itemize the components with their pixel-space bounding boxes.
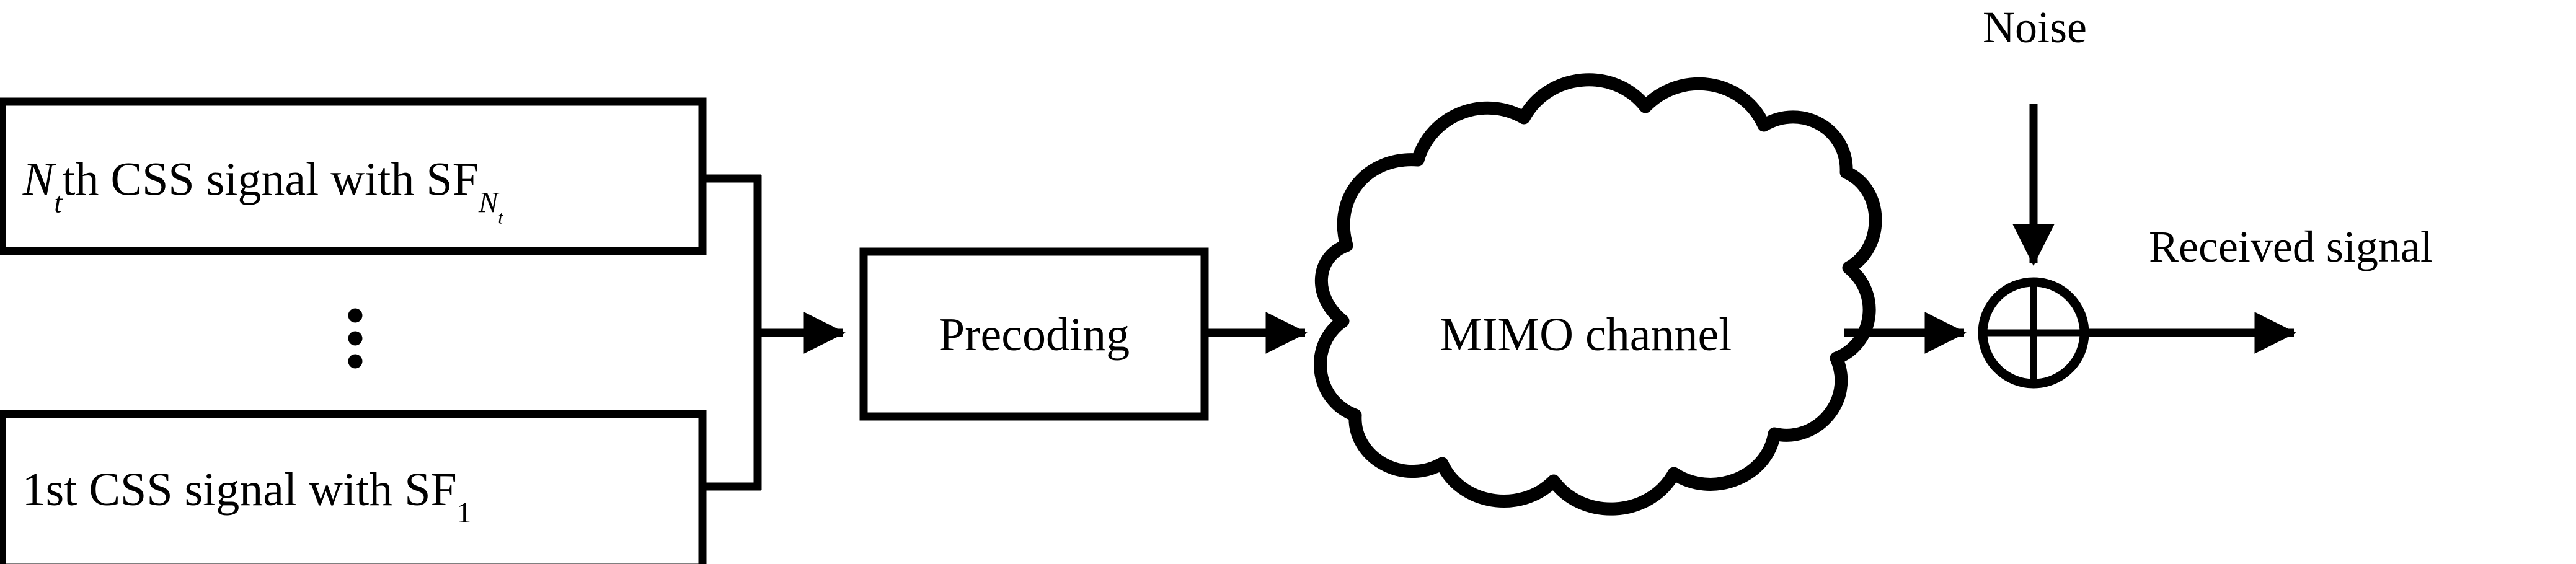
bottom-source-text: 1st CSS signal with SF: [22, 464, 457, 516]
mimo-channel-cloud-outline[interactable]: [1314, 73, 1882, 516]
top-source-block-label: Ntth CSS signal with SFNt: [22, 153, 503, 227]
precoding-block-outline[interactable]: [859, 247, 1209, 421]
bottom-source-block-outline[interactable]: [0, 410, 707, 564]
vertical-ellipsis-icon: [348, 308, 363, 369]
top-source-text: th CSS signal with SF: [62, 153, 479, 206]
bottom-source-sf-sub: 1: [456, 497, 472, 530]
precoding-block-label: Precoding: [938, 309, 1130, 361]
top-source-symbol-sub: t: [54, 187, 63, 220]
mimo-channel-label: MIMO channel: [1440, 309, 1732, 361]
bottom-source-block-label: 1st CSS signal with SF1: [22, 464, 472, 528]
top-source-symbol: N: [22, 153, 55, 206]
top-source-block-outline[interactable]: [0, 97, 707, 255]
top-source-sf-sub-sub: t: [498, 208, 503, 229]
received-signal-label: Received signal: [2149, 222, 2433, 271]
noise-label: Noise: [1983, 2, 2087, 52]
top-source-sf-sub-symbol: N: [478, 187, 498, 220]
